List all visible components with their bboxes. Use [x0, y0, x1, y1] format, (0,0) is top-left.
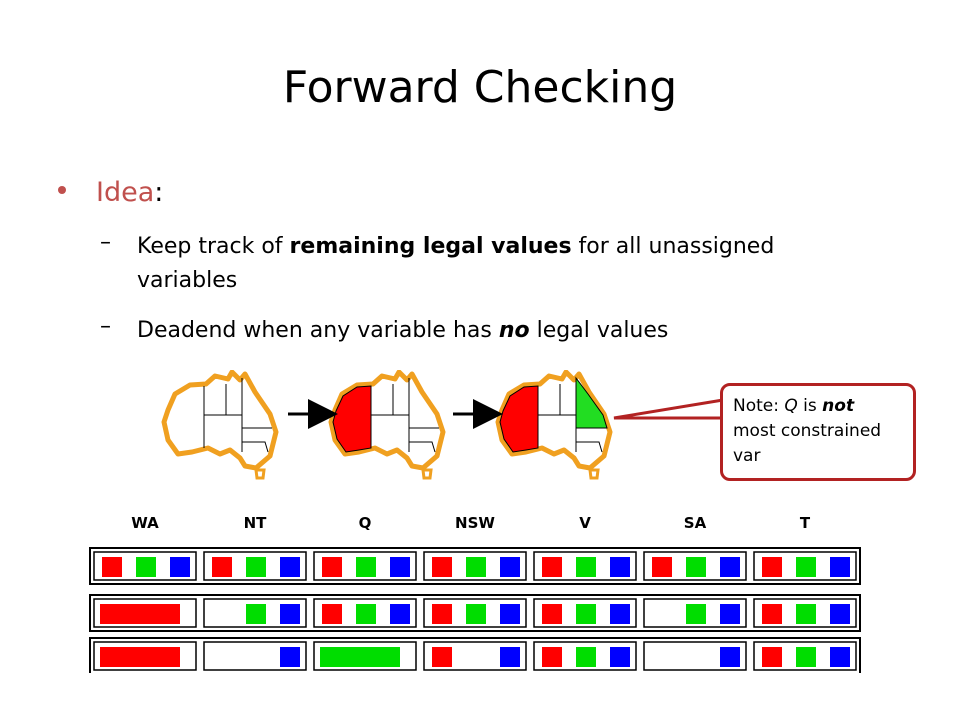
domain-value-square: [762, 647, 782, 667]
idea-colon: :: [154, 177, 164, 208]
domain-value-square: [280, 647, 300, 667]
map-sequence: [161, 370, 613, 480]
domain-value-square: [720, 647, 740, 667]
domain-value-square: [212, 557, 232, 577]
region-wa: [499, 385, 539, 453]
australia-map-2: [328, 370, 446, 480]
domain-value-square: [576, 647, 596, 667]
domain-value-square: [432, 557, 452, 577]
domain-value-square: [432, 604, 452, 624]
callout-mid: is: [797, 396, 823, 416]
domain-value-square: [796, 557, 816, 577]
domain-value-square: [762, 557, 782, 577]
domain-value-square: [686, 557, 706, 577]
tasmania: [254, 468, 266, 480]
callout-rest: most constrained var: [733, 421, 882, 466]
domain-value-square: [720, 557, 740, 577]
domain-value-square: [500, 647, 520, 667]
sub-bullet-1: Keep track of remaining legal values for…: [137, 230, 774, 298]
domain-value-square: [170, 557, 190, 577]
domain-value-square: [500, 604, 520, 624]
domain-value-square: [796, 604, 816, 624]
domain-value-square: [830, 604, 850, 624]
sub1-bold: remaining legal values: [289, 234, 572, 259]
column-header-wa: WA: [131, 514, 159, 532]
domain-value-square: [610, 557, 630, 577]
idea-label: Idea: [96, 177, 155, 208]
dash-1: –: [100, 230, 111, 255]
domain-value-square: [390, 557, 410, 577]
domain-value-square: [356, 604, 376, 624]
domain-value-square: [500, 557, 520, 577]
region-wa: [332, 385, 372, 453]
domain-table: WA NT Q NSW V SA T: [89, 514, 861, 673]
domain-value-square: [356, 557, 376, 577]
sub2-prefix: Deadend when any variable has: [137, 318, 499, 343]
callout-pointer: [613, 398, 724, 420]
domain-value-square: [246, 557, 266, 577]
tasmania: [588, 468, 600, 480]
callout-prefix: Note:: [733, 396, 785, 416]
domain-value-square: [720, 604, 740, 624]
sub1-line2: variables: [137, 268, 238, 293]
assigned-value-block: [100, 647, 180, 667]
domain-value-square: [280, 604, 300, 624]
sub2-emph: no: [498, 318, 530, 343]
domain-value-square: [542, 647, 562, 667]
domain-value-square: [280, 557, 300, 577]
domain-value-square: [466, 557, 486, 577]
sub-bullet-2: Deadend when any variable has no legal v…: [137, 314, 668, 348]
assigned-value-block: [320, 647, 400, 667]
domain-value-square: [102, 557, 122, 577]
domain-value-square: [830, 557, 850, 577]
note-callout: Note: Q is not most constrained var: [720, 383, 916, 481]
domain-value-square: [432, 647, 452, 667]
australia-map-1: [161, 370, 279, 480]
domain-value-square: [686, 604, 706, 624]
column-header-nsw: NSW: [455, 514, 495, 532]
domain-value-square: [466, 604, 486, 624]
domain-value-square: [576, 604, 596, 624]
australia-map-3: [495, 370, 613, 480]
domain-value-square: [542, 604, 562, 624]
domain-value-square: [610, 604, 630, 624]
domain-value-square: [610, 647, 630, 667]
domain-value-square: [246, 604, 266, 624]
column-header-sa: SA: [684, 514, 707, 532]
domain-row-frame: [89, 547, 861, 585]
domain-value-square: [322, 557, 342, 577]
domain-value-square: [542, 557, 562, 577]
domain-value-square: [652, 557, 672, 577]
callout-emph: not: [822, 396, 855, 416]
slide-title: Forward Checking: [282, 62, 678, 113]
domain-value-square: [830, 647, 850, 667]
domain-value-square: [136, 557, 156, 577]
dash-2: –: [100, 314, 111, 339]
tasmania: [421, 468, 433, 480]
column-header-t: T: [800, 514, 811, 532]
sub2-suffix: legal values: [529, 318, 669, 343]
sub1-suffix: for all unassigned: [571, 234, 775, 259]
domain-value-square: [322, 604, 342, 624]
bullet-dot: [58, 186, 66, 194]
column-header-v: V: [579, 514, 591, 532]
domain-value-square: [576, 557, 596, 577]
column-header-q: Q: [359, 514, 372, 532]
callout-var: Q: [784, 396, 798, 416]
sub1-prefix: Keep track of: [137, 234, 290, 259]
assigned-value-block: [100, 604, 180, 624]
domain-value-square: [796, 647, 816, 667]
domain-value-square: [762, 604, 782, 624]
idea-bullet: Idea:: [96, 177, 163, 208]
column-header-nt: NT: [244, 514, 268, 532]
domain-row-frame: [89, 594, 861, 632]
domain-value-square: [390, 604, 410, 624]
domain-row-frame: [89, 637, 861, 673]
